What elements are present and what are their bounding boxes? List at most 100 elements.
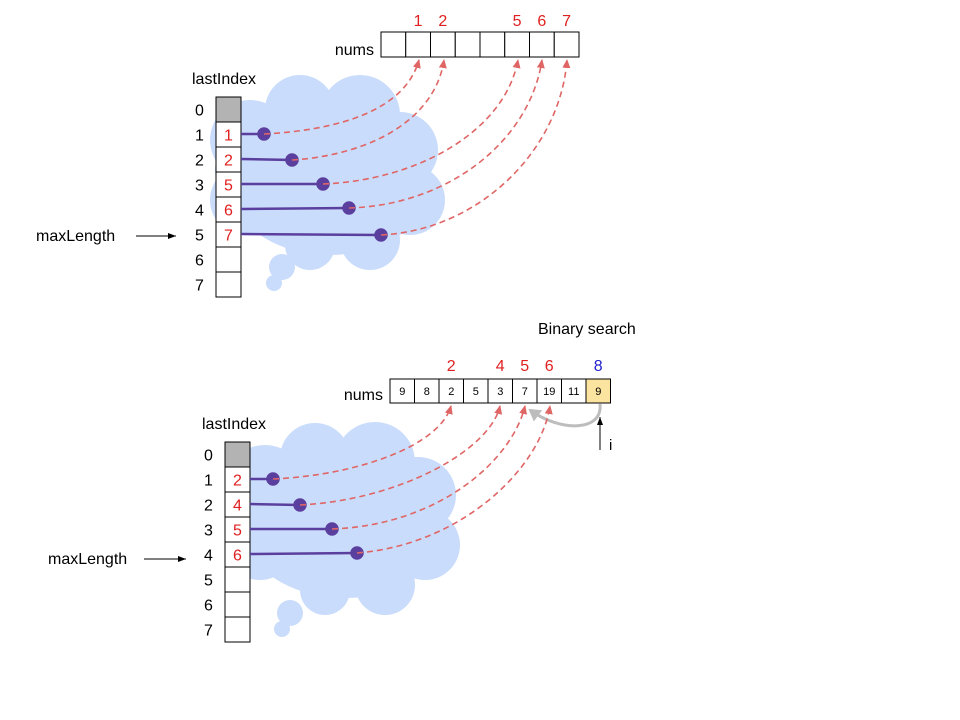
top-pointers (240, 127, 388, 242)
last-index-cell (224, 591, 251, 618)
last-index-value: 2 (224, 153, 233, 170)
nums-cell (430, 31, 456, 58)
nums-index-label: 7 (562, 13, 571, 30)
nums-cell-value: 9 (595, 386, 601, 398)
nums-index-label: 6 (545, 358, 554, 375)
i-label: i (609, 437, 612, 454)
last-index-value: 5 (233, 523, 242, 540)
nums-cell-value: 8 (424, 386, 430, 398)
bottom-pointer-line (249, 551, 358, 556)
top-pointer-line (240, 232, 382, 237)
nums-index-label: 1 (414, 13, 423, 30)
nums-cell (512, 378, 538, 404)
last-index-cell (215, 146, 242, 173)
row-index: 6 (195, 253, 204, 270)
row-index: 4 (195, 203, 204, 220)
nums-index-label: 5 (520, 358, 529, 375)
top-nums-array (380, 31, 580, 58)
binary-search-gray-arrow (528, 403, 602, 428)
nums-cell (438, 378, 464, 404)
last-index-cell (224, 566, 251, 593)
top-last-index-array: 1 2 5 6 7 (215, 96, 242, 298)
top-curve (291, 59, 447, 161)
nums-index-label: 8 (594, 358, 603, 375)
bottom-curve (272, 405, 453, 480)
nums-index-label: 5 (513, 13, 522, 30)
nums-cell (414, 378, 440, 404)
row-index: 1 (204, 473, 213, 490)
row-index: 0 (204, 448, 213, 465)
top-pointer-line (240, 206, 350, 211)
nums-cell (479, 31, 506, 58)
nums-cell-value: 7 (522, 386, 528, 398)
bottom-curve (299, 405, 503, 506)
last-index-cell (224, 616, 251, 643)
row-index: 4 (204, 548, 213, 565)
top-curves (263, 59, 571, 236)
top-last-index-label: lastIndex (192, 71, 256, 88)
binary-search-title: Binary search (538, 321, 636, 338)
last-index-cell (215, 271, 242, 298)
top-curve (380, 59, 571, 236)
nums-cell (585, 378, 611, 404)
bottom-nums-array: 9 8 2 5 3 7 19 11 9 (389, 378, 611, 404)
last-index-cell (224, 441, 251, 468)
last-index-value: 6 (233, 548, 242, 565)
bottom-last-index-array: 2 4 5 6 (224, 441, 251, 643)
last-index-cell (215, 196, 242, 223)
top-nums-label: nums (335, 42, 374, 59)
nums-cell (553, 31, 580, 58)
row-index: 5 (195, 228, 204, 245)
nums-cell-value: 3 (497, 386, 503, 398)
nums-cell (380, 31, 407, 58)
row-index: 2 (204, 498, 213, 515)
nums-cell-value: 11 (568, 386, 579, 398)
nums-cell-value: 2 (448, 386, 454, 398)
row-index: 3 (195, 178, 204, 195)
bottom-nums-label: nums (344, 387, 383, 404)
bottom-curve (331, 405, 528, 530)
row-index: 5 (204, 573, 213, 590)
last-index-value: 4 (233, 498, 242, 515)
nums-cell (504, 31, 530, 58)
bottom-max-length-label: maxLength (48, 551, 127, 568)
last-index-value: 2 (233, 473, 242, 490)
bottom-curves (272, 405, 553, 554)
top-curve (348, 59, 545, 209)
nums-index-label: 4 (496, 358, 505, 375)
bottom-curve (356, 405, 553, 554)
nums-cell (454, 31, 481, 58)
bottom-last-index-label: lastIndex (202, 416, 266, 433)
row-index: 1 (195, 128, 204, 145)
row-index: 6 (204, 598, 213, 615)
last-index-value: 7 (224, 228, 233, 245)
bottom-row-indices: 0 1 2 3 4 5 6 7 (204, 448, 213, 640)
row-index: 7 (195, 278, 204, 295)
row-index: 7 (204, 623, 213, 640)
row-index: 2 (195, 153, 204, 170)
last-index-value: 6 (224, 203, 233, 220)
last-index-cell (215, 171, 242, 198)
bottom-pointers (249, 472, 364, 560)
nums-index-label: 6 (537, 13, 546, 30)
nums-cell (463, 378, 489, 404)
row-index: 3 (204, 523, 213, 540)
top-curve (322, 59, 521, 185)
bottom-pointer-line (249, 502, 301, 507)
last-index-value: 1 (224, 128, 233, 145)
last-index-cell (215, 246, 242, 273)
nums-cell (529, 31, 555, 58)
nums-cell (487, 378, 513, 404)
nums-cell-value: 9 (399, 386, 405, 398)
nums-cell-value: 5 (473, 386, 479, 398)
nums-index-label: 2 (438, 13, 447, 30)
top-pointer-line (240, 157, 293, 162)
nums-cell-value: 19 (543, 386, 555, 398)
nums-index-label: 2 (447, 358, 456, 375)
top-max-length-label: maxLength (36, 228, 115, 245)
last-index-value: 5 (224, 178, 233, 195)
